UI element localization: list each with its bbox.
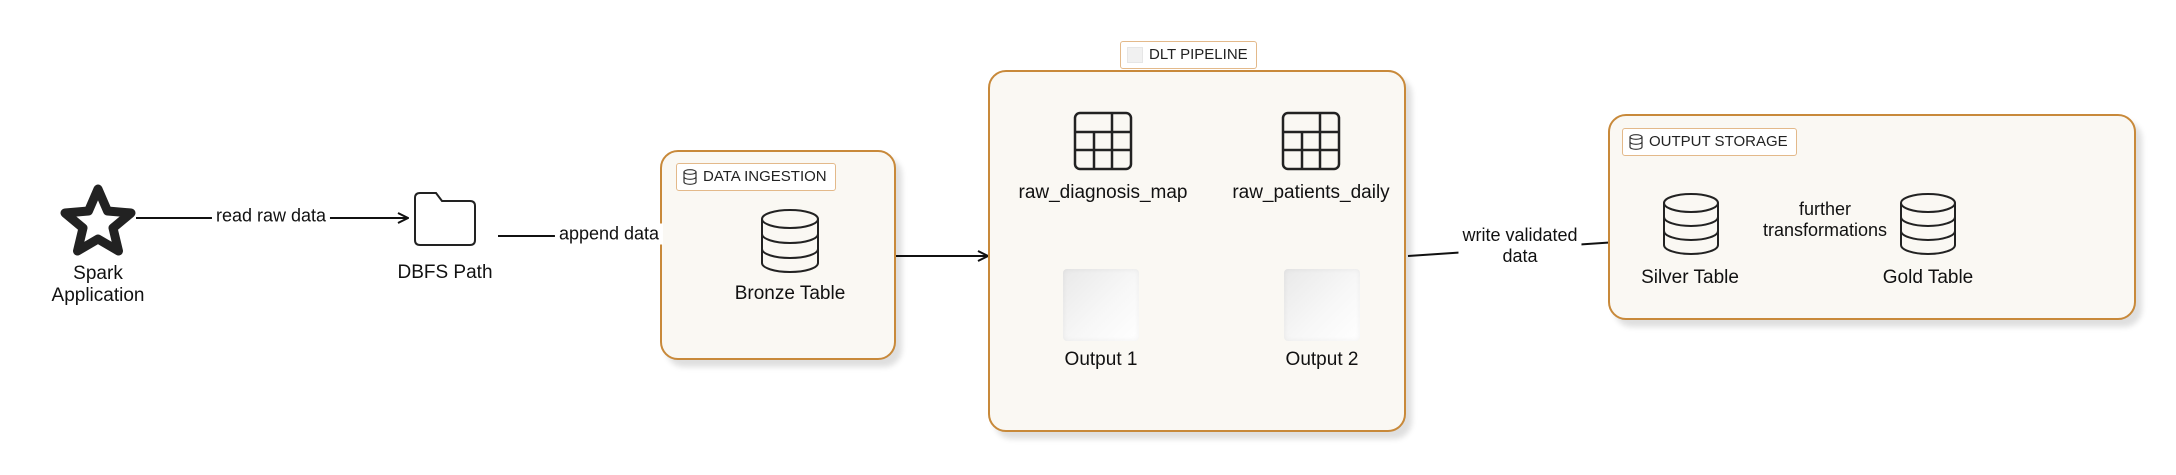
data-ingestion-title: DATA INGESTION [703,168,827,185]
pipeline-icon [1127,47,1143,63]
further-transformations-label: further transformations [1758,199,1892,241]
write-validated-data-label: write validated data [1458,225,1582,267]
output-storage-group-label: OUTPUT STORAGE [1622,128,1797,156]
folder-icon [414,192,476,246]
silver-table-icon [1663,193,1719,255]
dlt-pipeline-group-label: DLT PIPELINE [1120,41,1257,69]
read-raw-data-label: read raw data [211,205,331,227]
raw-patients-daily-grid-icon [1281,111,1341,171]
append-data-label: append data [554,223,664,245]
output-1-label: Output 1 [1064,349,1138,370]
spark-application-label: Spark Application [51,263,145,306]
dbfs-path-label: DBFS Path [397,262,493,283]
gold-table-icon [1900,193,1956,255]
raw-patients-daily-label: raw_patients_daily [1232,182,1390,203]
gold-table-label: Gold Table [1882,267,1974,288]
bronze-table-icon [761,209,819,273]
star-icon [60,184,136,256]
database-icon [1629,134,1643,150]
bronze-table-label: Bronze Table [734,283,846,304]
output-2-tile [1284,269,1360,341]
dlt-pipeline-group [988,70,1406,432]
silver-table-label: Silver Table [1641,267,1739,288]
raw-diagnosis-map-grid-icon [1073,111,1133,171]
data-ingestion-group: DATA INGESTION [660,150,896,360]
output-2-label: Output 2 [1285,349,1359,370]
database-icon [683,169,697,185]
output-storage-title: OUTPUT STORAGE [1649,133,1788,150]
dlt-pipeline-title: DLT PIPELINE [1149,46,1248,63]
data-ingestion-group-label: DATA INGESTION [676,163,836,191]
output-1-tile [1063,269,1139,341]
raw-diagnosis-map-label: raw_diagnosis_map [1018,182,1188,203]
